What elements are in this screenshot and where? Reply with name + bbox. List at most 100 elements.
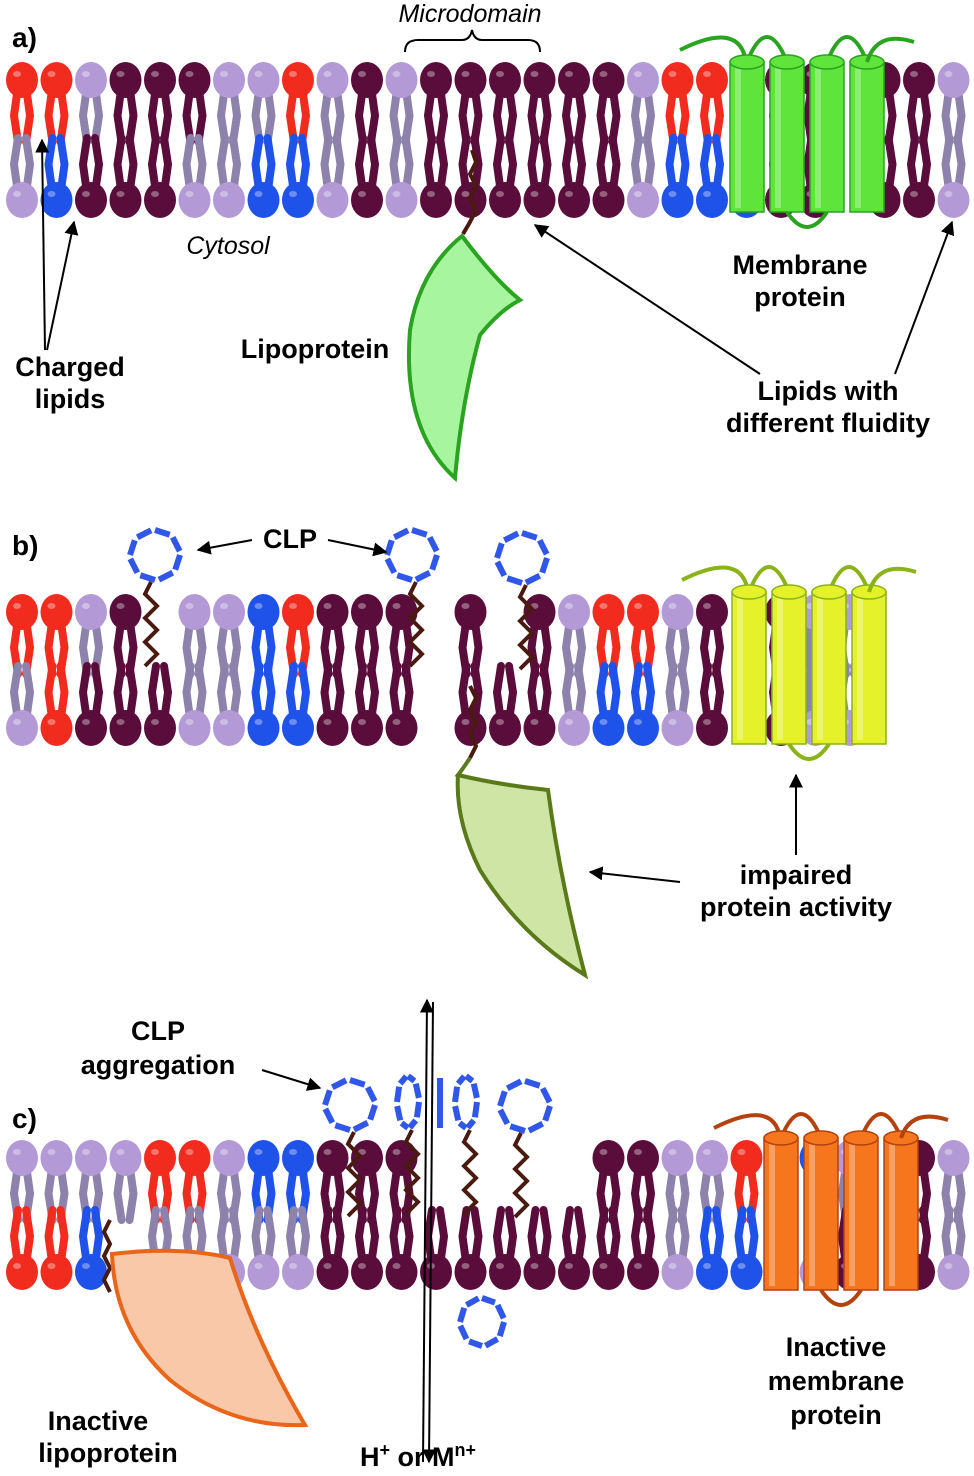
lipid-highlight (392, 71, 401, 77)
charged-lipids-label-2: lipids (35, 384, 106, 414)
lipid-head (6, 1254, 38, 1290)
lipid-tail (919, 134, 932, 190)
lipid-highlight (599, 1263, 608, 1269)
lipid-head (696, 182, 728, 218)
lipid-highlight (254, 1263, 263, 1269)
lipid-head (627, 710, 659, 746)
lipid-tail (699, 90, 712, 146)
lipid-highlight (634, 191, 642, 197)
impaired-label-2: protein activity (700, 892, 892, 922)
lipid-highlight (703, 1263, 711, 1269)
lipid-tail (78, 90, 91, 146)
lipid-tail (160, 90, 173, 146)
lipid-head (213, 710, 245, 746)
fluidity-arrow-right (894, 220, 955, 375)
lipid-highlight (254, 1149, 263, 1155)
clp-ring-segment (470, 1082, 480, 1099)
lipid-head (178, 182, 211, 218)
lipid-head (178, 710, 211, 746)
lipid-head (6, 710, 38, 746)
lipid-highlight (289, 1263, 297, 1269)
lipid-highlight (13, 1263, 21, 1269)
lipid-highlight (392, 191, 401, 197)
lipid-head (558, 62, 590, 98)
lipid-highlight (944, 191, 953, 197)
lipid-tail (436, 90, 449, 146)
lipid-head (937, 1140, 970, 1176)
lipid-tail (643, 134, 656, 190)
lipid-highlight (565, 719, 573, 725)
helix-shine (777, 596, 783, 740)
lipid-tail (389, 90, 402, 146)
clp-ring-segment (457, 1324, 470, 1341)
lipid-tail (574, 1206, 587, 1262)
lipid-tail (9, 134, 22, 190)
lipid-head (316, 182, 349, 218)
clp-molecules-c (322, 1073, 553, 1349)
membrane-protein-label-2: protein (754, 282, 846, 312)
lipid-tail (505, 134, 518, 190)
lipid-tail (332, 90, 345, 146)
lipid-highlight (82, 603, 90, 609)
lipid-highlight (151, 191, 159, 197)
lipid-tail (298, 90, 311, 146)
clp-lipid-stem (512, 1132, 530, 1219)
clp-arrow-left (196, 539, 253, 555)
lipid-highlight (427, 191, 435, 197)
helix-shine (775, 66, 781, 208)
clp-ring-segment (524, 1078, 541, 1089)
lipid-highlight (634, 603, 642, 609)
clp-ring-segment (496, 1321, 507, 1337)
lipid-head (247, 1254, 280, 1290)
lipid-tail (320, 662, 333, 718)
lipid-head (282, 1140, 314, 1176)
lipid-tail (401, 662, 414, 718)
lipid-tail (91, 1206, 104, 1262)
lipid-tail (458, 134, 471, 190)
clp-lipid-stem (345, 1131, 363, 1218)
lipid-tail (596, 134, 609, 190)
lipid-tail (56, 662, 69, 718)
lipid-tail (216, 90, 229, 146)
lipid-tail (919, 1206, 932, 1262)
helix-cap (729, 54, 765, 70)
lipid-highlight (47, 191, 56, 197)
inactive-membrane-protein-label-3: protein (790, 1400, 882, 1430)
clp-ring-segment (394, 1105, 404, 1122)
lipid-highlight (185, 603, 194, 609)
clp-ring-segment (494, 542, 505, 559)
clp-lipid-stem (517, 584, 535, 671)
lipid-head (282, 62, 314, 98)
lipid-head (6, 1140, 38, 1176)
lipid-tail (44, 662, 57, 718)
lipid-head (696, 594, 728, 630)
lipid-head (558, 594, 590, 630)
lipid-highlight (530, 719, 539, 725)
lipid-tail (160, 134, 173, 190)
lipid-highlight (358, 1263, 366, 1269)
lipid-tail (389, 134, 402, 190)
lipid-highlight (599, 603, 608, 609)
clp-ring-segment (334, 1122, 351, 1133)
lipid-highlight (634, 719, 642, 725)
clp-ring-segment (509, 1123, 526, 1134)
microdomain-brace (404, 29, 541, 53)
clp-ring-segment (452, 1086, 461, 1103)
lipid-highlight (565, 191, 573, 197)
microdomain-label: Microdomain (398, 0, 541, 28)
protein-c-tail (865, 36, 915, 63)
lipid-highlight (944, 1263, 953, 1269)
lipid-anchor-a (461, 149, 479, 236)
lipid-tail (919, 90, 932, 146)
lipid-tail (251, 134, 264, 190)
membrane-protein-c (713, 1112, 949, 1307)
lipid-highlight (496, 191, 504, 197)
helix-shine (809, 1142, 815, 1286)
clp-ring-segment (452, 1105, 462, 1122)
lipid-tail (596, 1206, 609, 1262)
ion-flux-arrow-down (422, 1001, 437, 1464)
lipid-head (489, 1254, 521, 1290)
lipid-head (213, 1140, 245, 1176)
lipid-tail (561, 134, 574, 190)
